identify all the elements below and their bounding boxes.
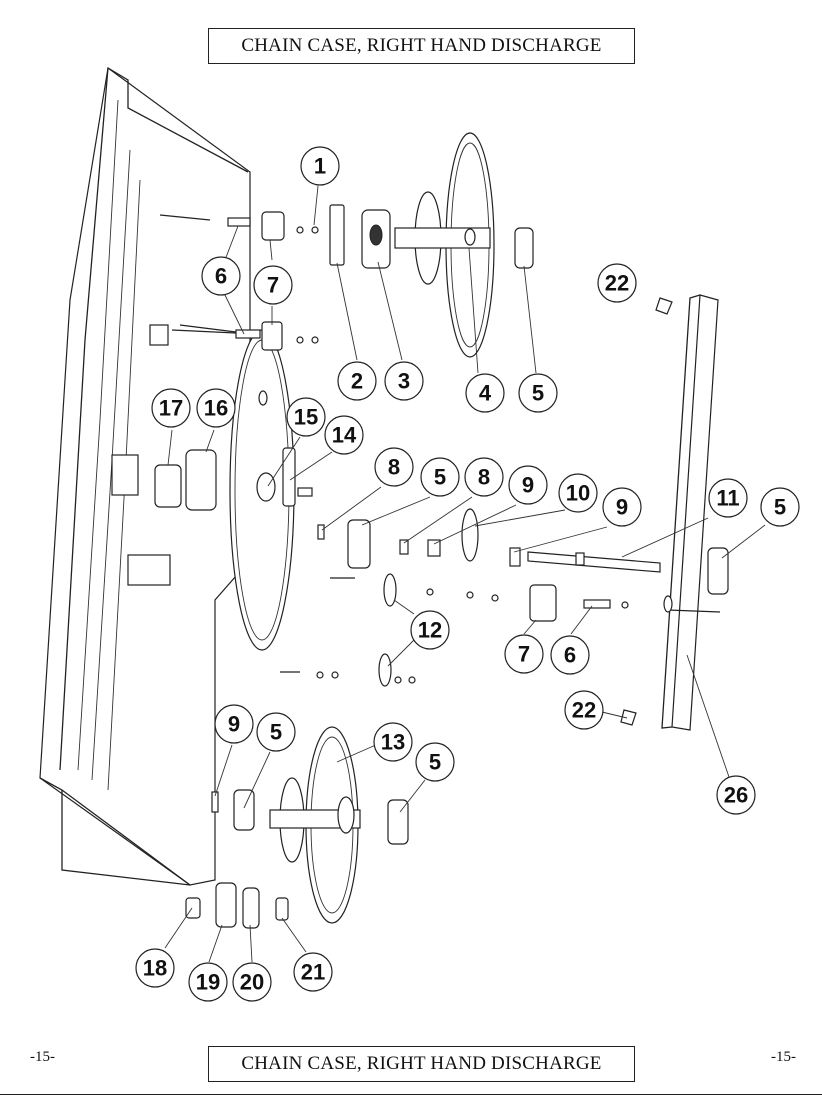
svg-text:20: 20 bbox=[240, 970, 264, 995]
callout-19: 19 bbox=[188, 962, 228, 1002]
svg-text:19: 19 bbox=[196, 970, 220, 995]
callout-6: 6 bbox=[201, 256, 241, 296]
svg-text:18: 18 bbox=[143, 956, 167, 981]
top-sprocket-assembly bbox=[394, 132, 495, 358]
chain-case-housing bbox=[39, 66, 251, 886]
svg-text:1: 1 bbox=[314, 154, 326, 179]
svg-text:8: 8 bbox=[478, 465, 490, 490]
svg-text:6: 6 bbox=[564, 643, 576, 668]
callout-6: 6 bbox=[550, 635, 590, 675]
callout-1: 1 bbox=[300, 146, 340, 186]
callout-8: 8 bbox=[464, 457, 504, 497]
callout-15: 15 bbox=[286, 397, 326, 437]
svg-text:5: 5 bbox=[270, 720, 282, 745]
callout-21: 21 bbox=[293, 952, 333, 992]
callout-5: 5 bbox=[415, 742, 455, 782]
callout-7: 7 bbox=[253, 265, 293, 305]
svg-text:5: 5 bbox=[429, 750, 441, 775]
svg-text:14: 14 bbox=[332, 423, 357, 448]
svg-text:17: 17 bbox=[159, 396, 183, 421]
svg-text:4: 4 bbox=[479, 381, 492, 406]
callout-26: 26 bbox=[716, 775, 756, 815]
callout-22: 22 bbox=[564, 690, 604, 730]
svg-text:5: 5 bbox=[532, 381, 544, 406]
callout-5: 5 bbox=[760, 487, 800, 527]
svg-text:15: 15 bbox=[294, 405, 318, 430]
callout-22: 22 bbox=[597, 263, 637, 303]
bottom-rule bbox=[0, 1094, 822, 1095]
page-title: CHAIN CASE, RIGHT HAND DISCHARGE bbox=[208, 28, 635, 64]
svg-text:12: 12 bbox=[418, 618, 442, 643]
callout-10: 10 bbox=[558, 473, 598, 513]
svg-text:9: 9 bbox=[616, 495, 628, 520]
callout-2: 2 bbox=[337, 361, 377, 401]
svg-text:9: 9 bbox=[228, 712, 240, 737]
svg-text:26: 26 bbox=[724, 783, 748, 808]
callout-18: 18 bbox=[135, 948, 175, 988]
page-number-left: -15- bbox=[30, 1049, 55, 1065]
callout-9: 9 bbox=[214, 704, 254, 744]
svg-text:7: 7 bbox=[267, 273, 279, 298]
bolts bbox=[620, 297, 673, 726]
callout-9: 9 bbox=[602, 487, 642, 527]
callout-7: 7 bbox=[504, 634, 544, 674]
svg-text:5: 5 bbox=[434, 465, 446, 490]
callout-5: 5 bbox=[518, 373, 558, 413]
bottom-sprocket-assembly bbox=[269, 726, 361, 924]
callout-20: 20 bbox=[232, 962, 272, 1002]
angle-bracket bbox=[661, 294, 721, 731]
svg-text:13: 13 bbox=[381, 730, 405, 755]
large-sprocket-left bbox=[229, 329, 295, 651]
svg-text:8: 8 bbox=[388, 455, 400, 480]
svg-text:16: 16 bbox=[204, 396, 228, 421]
svg-text:7: 7 bbox=[518, 642, 530, 667]
shaft bbox=[527, 551, 661, 573]
svg-text:21: 21 bbox=[301, 960, 325, 985]
svg-text:10: 10 bbox=[566, 481, 590, 506]
callout-16: 16 bbox=[196, 388, 236, 428]
svg-text:3: 3 bbox=[398, 369, 410, 394]
svg-text:11: 11 bbox=[716, 486, 739, 511]
small-parts bbox=[154, 204, 629, 921]
callout-5: 5 bbox=[256, 712, 296, 752]
svg-text:6: 6 bbox=[215, 264, 227, 289]
callout-8: 8 bbox=[374, 447, 414, 487]
callout-14: 14 bbox=[324, 415, 364, 455]
svg-text:5: 5 bbox=[774, 495, 786, 520]
svg-text:9: 9 bbox=[522, 473, 534, 498]
footer-title: CHAIN CASE, RIGHT HAND DISCHARGE bbox=[208, 1046, 635, 1082]
leader-lines bbox=[164, 185, 766, 963]
callouts: 1 2 3 4 5 6 7 17 16 15 14 8 5 8 9 10 9 1… bbox=[135, 146, 800, 1002]
bearings bbox=[215, 209, 729, 929]
svg-text:2: 2 bbox=[351, 369, 363, 394]
callout-12: 12 bbox=[410, 610, 450, 650]
svg-text:22: 22 bbox=[572, 698, 596, 723]
callout-11: 11 bbox=[708, 478, 748, 518]
svg-text:22: 22 bbox=[605, 271, 629, 296]
page-number-right: -15- bbox=[771, 1049, 796, 1065]
callout-5: 5 bbox=[420, 457, 460, 497]
callout-17: 17 bbox=[151, 388, 191, 428]
callout-13: 13 bbox=[373, 722, 413, 762]
callout-9: 9 bbox=[508, 465, 548, 505]
callout-3: 3 bbox=[384, 361, 424, 401]
callout-4: 4 bbox=[465, 373, 505, 413]
